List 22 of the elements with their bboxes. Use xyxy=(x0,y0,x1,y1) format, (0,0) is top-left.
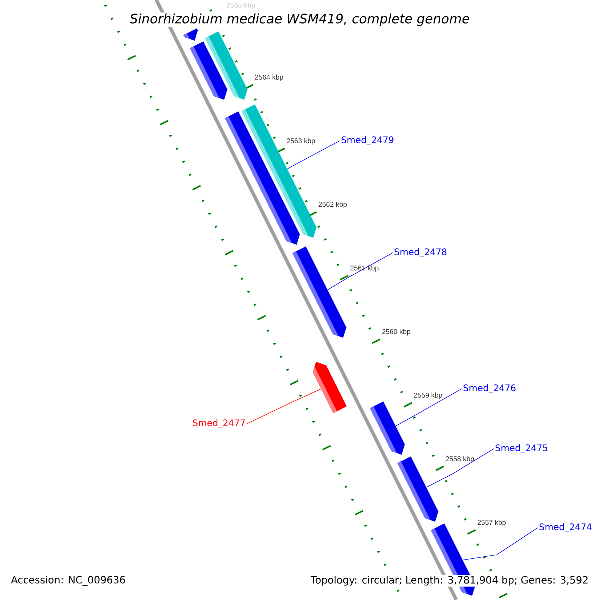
gene-feature xyxy=(242,104,317,238)
gene-feature xyxy=(190,42,228,100)
leader-line xyxy=(426,448,494,488)
gene-feature xyxy=(184,28,198,41)
gene-label: Smed_2478 xyxy=(394,248,447,258)
gene-label: Smed_2479 xyxy=(342,136,394,146)
leader-line xyxy=(462,528,538,561)
gene-feature xyxy=(370,402,406,455)
genome-info-text: Topology: circular; Length: 3,781,904 bp; Genes: 3,592 xyxy=(310,575,590,587)
title: Sinorhizobium medicae WSM419, complete genome xyxy=(128,12,472,28)
gene-feature xyxy=(398,456,439,522)
leader-line xyxy=(396,388,462,427)
leader-line xyxy=(287,140,340,170)
accession-text: Accession: NC_009636 xyxy=(10,575,127,587)
gene-label: Smed_2477 xyxy=(193,420,246,428)
gene-label: Smed_2475 xyxy=(496,444,548,454)
leader-line xyxy=(328,252,394,290)
gene-label: Smed_2476 xyxy=(464,384,516,394)
gene-feature xyxy=(292,246,347,338)
gene-label: Smed_2474 xyxy=(540,524,592,532)
leader-line xyxy=(246,388,322,424)
gene-feature xyxy=(313,362,347,414)
